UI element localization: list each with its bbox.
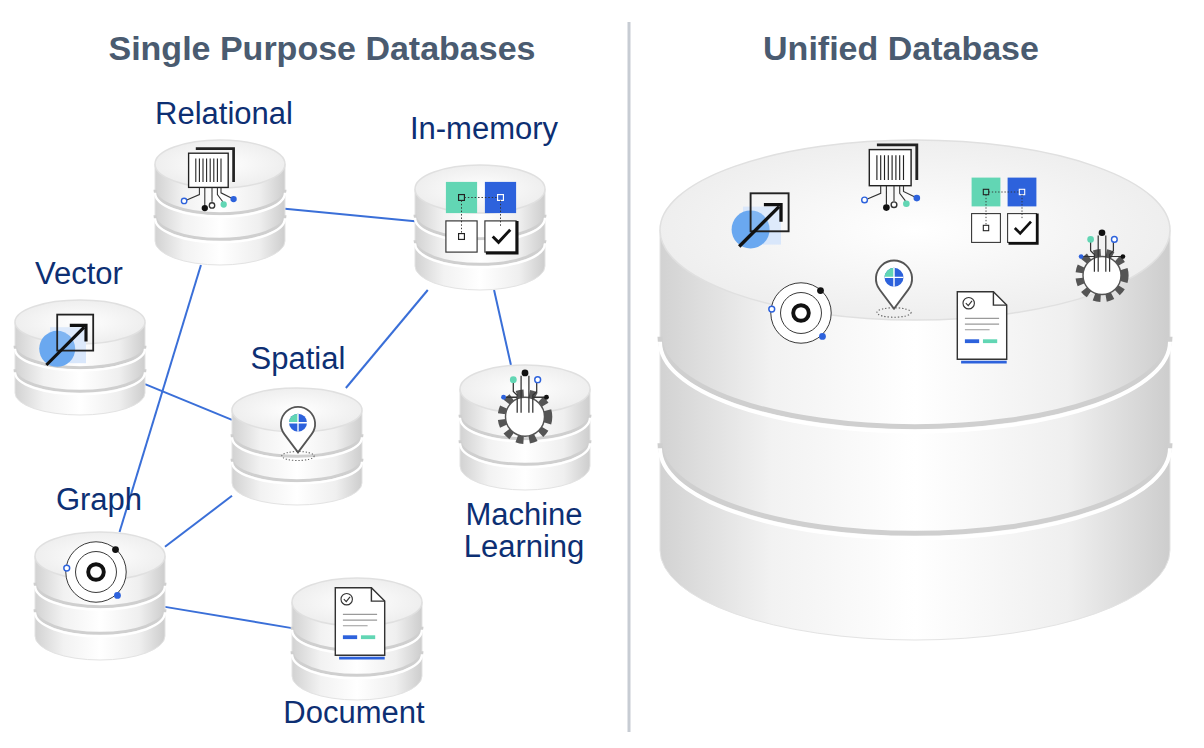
cylinder-groove bbox=[415, 243, 545, 267]
cylinder-shape bbox=[660, 140, 1170, 640]
cylinder-groove bbox=[15, 349, 145, 371]
cylinder-groove bbox=[415, 218, 545, 242]
database-label: Spatial bbox=[198, 343, 398, 375]
database-label: Document bbox=[244, 697, 464, 729]
spatial-icon bbox=[876, 261, 912, 318]
cylinder-shape bbox=[232, 388, 362, 505]
cylinder-groove bbox=[155, 218, 285, 242]
document-icon bbox=[335, 588, 384, 658]
cylinder-groove bbox=[292, 630, 422, 654]
relational-icon bbox=[181, 149, 236, 212]
cylinder-groove bbox=[660, 342, 1170, 432]
cylinder-top bbox=[35, 532, 165, 580]
cylinder-shape bbox=[460, 365, 590, 490]
spatial-icon bbox=[281, 407, 315, 461]
database-cylinder: Spatial bbox=[232, 388, 362, 505]
database-cylinder: Machine Learning bbox=[460, 365, 590, 490]
database-cylinder: Unified Database bbox=[660, 140, 1170, 640]
vector-icon bbox=[39, 315, 93, 367]
cylinder-groove bbox=[292, 654, 422, 678]
graph-icon bbox=[769, 283, 831, 343]
database-cylinder: Relational bbox=[155, 140, 285, 265]
database-label: Machine Learning bbox=[449, 499, 599, 563]
connector-line bbox=[285, 209, 415, 222]
in-memory-icon bbox=[446, 182, 517, 253]
cylinder-top bbox=[155, 140, 285, 188]
panel-heading: Unified Database bbox=[601, 28, 1201, 68]
database-label: Relational bbox=[114, 98, 334, 130]
cylinder-top bbox=[292, 578, 422, 626]
connector-line bbox=[165, 496, 232, 547]
database-label: In-memory bbox=[364, 113, 604, 145]
cylinder-shape bbox=[15, 300, 145, 415]
cylinder-top bbox=[415, 165, 545, 213]
cylinder-top bbox=[660, 140, 1170, 320]
cylinder-top bbox=[15, 300, 145, 344]
cylinder-groove bbox=[232, 462, 362, 484]
cylinder-shape bbox=[155, 140, 285, 265]
cylinder-top bbox=[460, 365, 590, 413]
cylinder-shape bbox=[292, 578, 422, 700]
machine-learning-icon bbox=[501, 369, 549, 440]
database-cylinder: Graph bbox=[35, 532, 165, 660]
vector-icon bbox=[732, 193, 789, 248]
connector-line bbox=[494, 290, 511, 365]
cylinder-shape bbox=[415, 165, 545, 290]
relational-icon bbox=[862, 145, 920, 211]
connector-line bbox=[165, 607, 292, 628]
connector-line bbox=[346, 290, 428, 388]
cylinder-groove bbox=[660, 337, 1170, 427]
database-cylinder: In-memory bbox=[415, 165, 545, 290]
cylinder-groove bbox=[232, 437, 362, 459]
cylinder-top bbox=[232, 388, 362, 432]
document-icon bbox=[957, 292, 1006, 362]
database-cylinder: Vector bbox=[15, 300, 145, 415]
cylinder-shape bbox=[35, 532, 165, 660]
cylinder-groove bbox=[660, 443, 1170, 533]
database-label: Graph bbox=[0, 484, 199, 516]
cylinder-groove bbox=[35, 586, 165, 610]
cylinder-groove bbox=[660, 448, 1170, 538]
graph-icon bbox=[64, 542, 126, 602]
connector-line bbox=[145, 384, 232, 420]
database-cylinder: Document bbox=[292, 578, 422, 700]
database-label: Vector bbox=[0, 258, 179, 290]
cylinder-groove bbox=[460, 443, 590, 467]
cylinder-groove bbox=[155, 193, 285, 217]
in-memory-icon bbox=[972, 178, 1038, 244]
cylinder-groove bbox=[460, 418, 590, 442]
machine-learning-icon bbox=[1079, 229, 1126, 298]
cylinder-groove bbox=[15, 372, 145, 394]
panel-divider bbox=[628, 22, 631, 732]
panel-heading: Single Purpose Databases bbox=[22, 28, 622, 68]
cylinder-groove bbox=[35, 612, 165, 636]
